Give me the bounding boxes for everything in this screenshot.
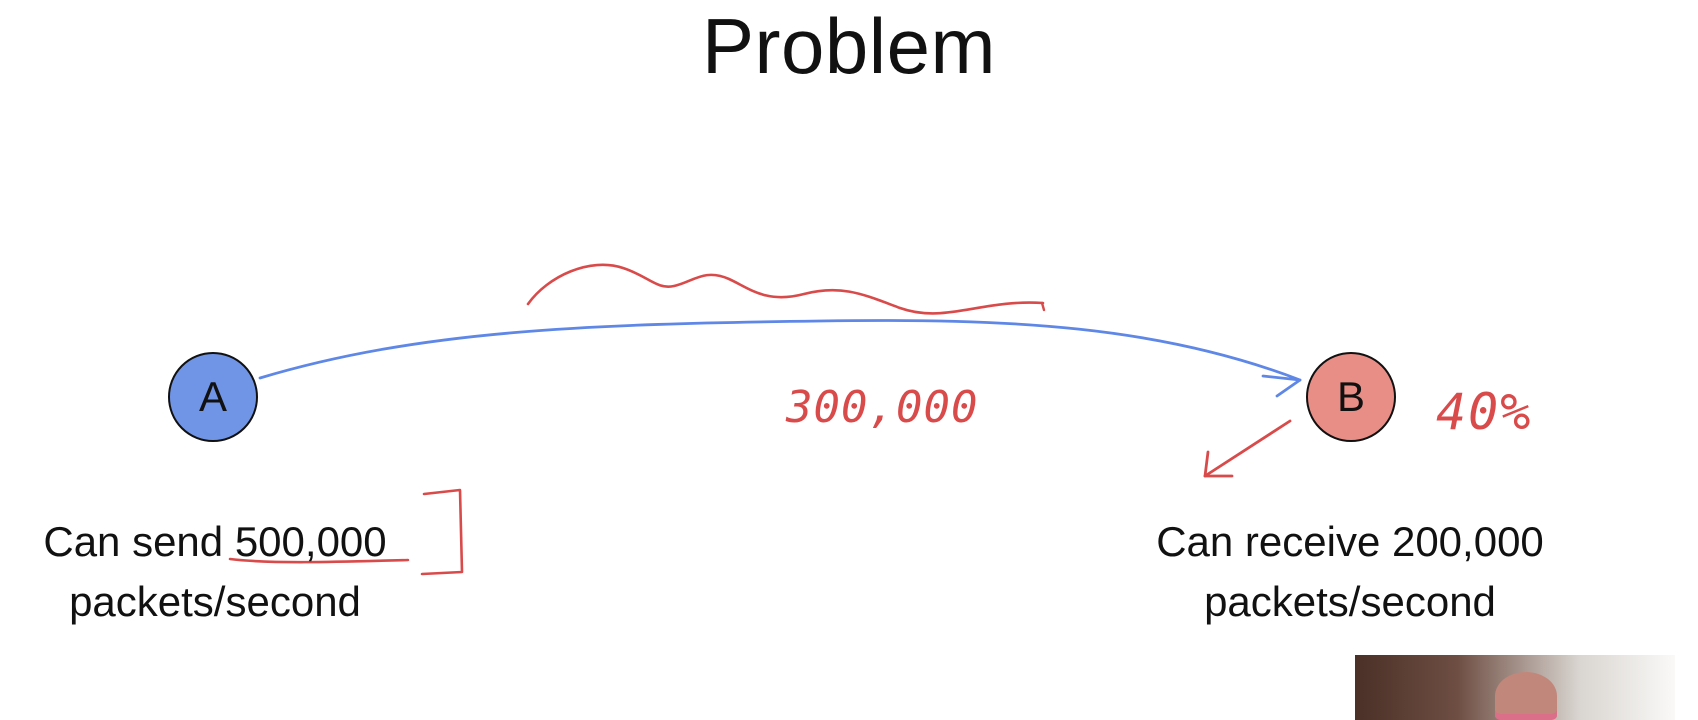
- handwritten-return-arrow: [1203, 419, 1292, 478]
- receiver-node-label: B: [1336, 373, 1365, 420]
- receiver-caption: Can receive 200,000 packets/second: [1120, 512, 1580, 632]
- slide-title: Problem: [702, 2, 996, 90]
- handwritten-return-arrowhead-icon: [1203, 450, 1234, 478]
- connection-arrow: [258, 319, 1302, 382]
- handwritten-rate: 300,000: [785, 382, 978, 433]
- presenter-video-overlay: [1355, 655, 1675, 720]
- connection-arrowhead-icon: [1261, 374, 1302, 398]
- sender-node-label: A: [198, 373, 227, 420]
- handwritten-percent: 40%: [1436, 383, 1532, 441]
- receiver-node: B: [1306, 352, 1396, 442]
- sender-caption-line-1: Can send 500,000: [43, 518, 387, 565]
- sender-caption: Can send 500,000 packets/second: [20, 512, 410, 632]
- presenter-head: [1495, 672, 1557, 720]
- handwritten-wave-end: [1040, 301, 1046, 312]
- handwritten-wave: [526, 263, 1045, 315]
- send-rate-bracket: [420, 488, 464, 576]
- receiver-caption-line-2: packets/second: [1204, 578, 1496, 625]
- sender-caption-line-2: packets/second: [69, 578, 361, 625]
- receiver-caption-line-1: Can receive 200,000: [1156, 518, 1544, 565]
- sender-node: A: [168, 352, 258, 442]
